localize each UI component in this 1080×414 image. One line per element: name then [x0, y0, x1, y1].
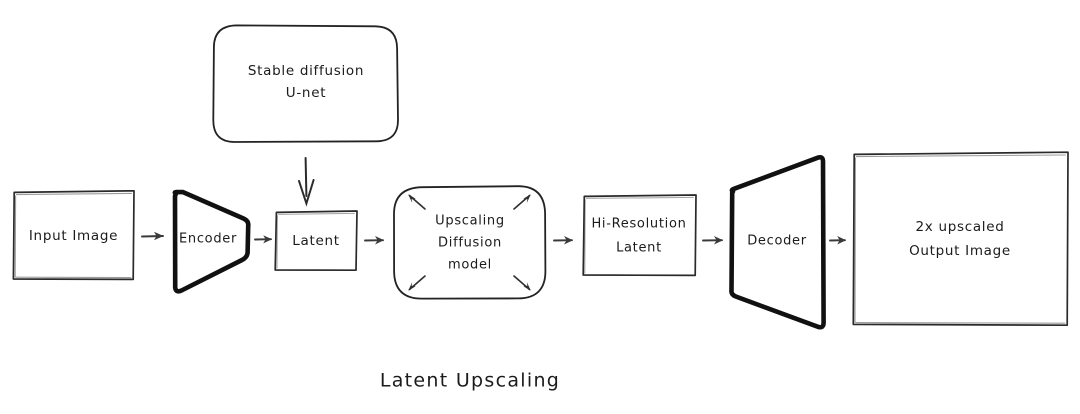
node-stable-diffusion-unet[interactable]: Stable diffusion U-net [212, 24, 399, 143]
encoder-label: Encoder [179, 232, 237, 247]
decoder-fill [732, 157, 823, 327]
upscaling-diffusion-model-label-line-3: model [448, 258, 492, 273]
upscaling-diffusion-model-fill [394, 186, 545, 298]
edge-encoder-to-latent-head [263, 235, 272, 244]
expansion-arrow-down-right-head [523, 282, 531, 291]
stable-diffusion-unet-fill [213, 25, 398, 142]
edge-decoder-to-output-head [837, 236, 846, 245]
decoder-label: Decoder [747, 234, 807, 249]
node-decoder[interactable]: Decoder [729, 154, 826, 330]
expansion-arrow-up-right-icon [513, 194, 531, 210]
edge-unet-to-latent-arrow [298, 157, 315, 207]
hi-resolution-latent-outline [582, 194, 697, 277]
upscaling-diffusion-model-label-line-1: Upscaling [435, 214, 505, 229]
output-image-label-line-1: 2x upscaled [915, 219, 1004, 235]
edge-encoder-to-latent-arrow [254, 235, 272, 244]
decoder-outline [729, 154, 826, 330]
edge-unet-to-latent-shaft [304, 157, 308, 197]
node-output-image[interactable]: 2x upscaled Output Image [852, 151, 1069, 327]
encoder-fill [174, 192, 247, 291]
node-hi-resolution-latent[interactable]: Hi-Resolution Latent [582, 194, 697, 277]
node-latent[interactable]: Latent [274, 210, 358, 272]
edge-input-to-encoder-head [154, 231, 164, 241]
encoder-outline [172, 189, 251, 294]
expansion-arrow-down-left-head [408, 282, 416, 291]
edge-upscaling-to-hires-head [564, 236, 573, 245]
input-image-outline-doubled [14, 192, 133, 279]
latent-outline [274, 210, 358, 272]
output-image-label-line-2: Output Image [909, 243, 1011, 259]
hi-resolution-latent-fill [583, 195, 696, 275]
edge-unet-to-latent-head [298, 179, 315, 207]
edge-input-to-encoder-arrow [141, 231, 164, 241]
output-image-outline [852, 151, 1069, 327]
edge-decoder-to-output-arrow [829, 236, 846, 245]
node-encoder[interactable]: Encoder [172, 189, 251, 294]
hi-resolution-latent-label-line-2: Latent [616, 241, 662, 256]
upscaling-diffusion-model-label-line-2: Diffusion [438, 236, 502, 251]
output-image-fill [853, 152, 1068, 325]
edge-latent-to-upscaling-arrow [364, 236, 384, 245]
stable-diffusion-unet-outline [212, 24, 399, 143]
expansion-arrow-down-left-icon [408, 275, 426, 291]
input-image-outline [12, 189, 135, 281]
node-input-image[interactable]: Input Image [12, 189, 135, 281]
node-upscaling-diffusion-model[interactable]: Upscaling Diffusion model [393, 185, 547, 300]
latent-outline-doubled [276, 212, 355, 269]
edge-hires-to-decoder-arrow [702, 236, 723, 245]
hi-resolution-latent-label-line-1: Hi-Resolution [591, 217, 686, 232]
expansion-arrow-up-left-head [408, 194, 416, 203]
input-image-fill [13, 191, 134, 279]
stable-diffusion-unet-label-line-1: Stable diffusion [248, 63, 364, 79]
input-image-label: Input Image [29, 228, 118, 244]
latent-label: Latent [292, 233, 339, 249]
expansion-arrow-up-left-icon [408, 194, 426, 210]
hi-resolution-latent-outline-doubled [584, 196, 694, 274]
stable-diffusion-unet-label-line-2: U-net [286, 85, 326, 101]
edge-latent-to-upscaling-head [375, 236, 384, 245]
edge-upscaling-to-hires-arrow [553, 236, 573, 245]
edge-hires-to-decoder-head [714, 236, 723, 245]
output-image-outline-doubled [854, 154, 1066, 324]
expansion-arrow-down-right-icon [513, 275, 531, 291]
diagram-caption: Latent Upscaling [380, 370, 560, 392]
expansion-arrow-up-right-head [523, 194, 531, 203]
latent-fill [275, 211, 357, 270]
upscaling-diffusion-model-outline [393, 185, 547, 300]
